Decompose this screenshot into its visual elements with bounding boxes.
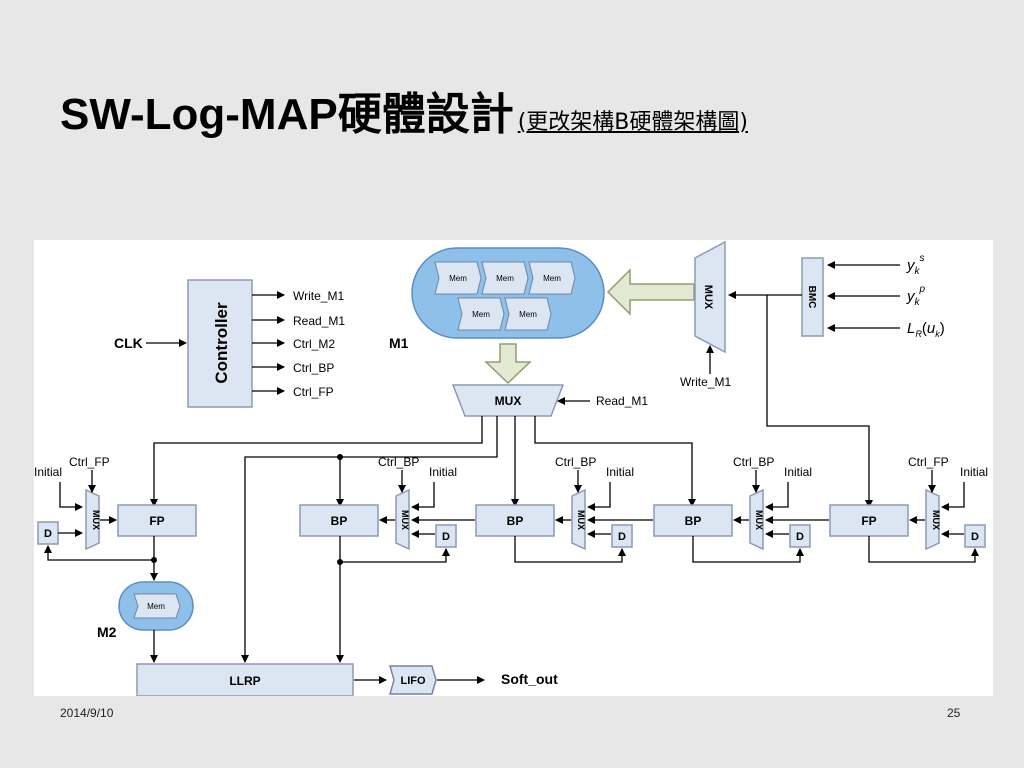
d-block-left: D: [37, 521, 59, 545]
bp-block-3: BP: [653, 504, 733, 537]
architecture-diagram: Controller Write_M1 Read_M1 Ctrl_M2 Ctrl…: [34, 240, 993, 697]
input-yp: ykp: [906, 284, 926, 308]
big-arrow-down: [484, 343, 532, 385]
mux-right: MUX: [925, 488, 941, 551]
initial-label: Initial: [606, 465, 634, 479]
m2-mem-label: Mem: [147, 602, 165, 611]
center-mux: MUX: [451, 384, 565, 417]
slide-page-number: 25: [947, 706, 961, 720]
m1-mem-label: Mem: [543, 274, 561, 283]
d-label: D: [971, 531, 979, 543]
controller-output-read-m1: Read_M1: [293, 314, 345, 328]
d-label: D: [44, 528, 52, 540]
title-subtitle: (更改架構B硬體架構圖): [517, 110, 748, 135]
ctrl-bp-label: Ctrl_BP: [555, 455, 596, 469]
lifo-label: LIFO: [400, 675, 425, 687]
m1-mem-label: Mem: [496, 274, 514, 283]
controller-output-ctrl-fp: Ctrl_FP: [293, 385, 334, 399]
input-lr: LR(uk): [907, 320, 945, 339]
d-label: D: [796, 531, 804, 543]
clk-label: CLK: [114, 335, 143, 351]
controller-output-write-m1: Write_M1: [293, 289, 344, 303]
m1-mem-cell: Mem: [457, 297, 505, 331]
bp-block-1: BP: [299, 504, 379, 537]
m1-mem-cell: Mem: [434, 261, 482, 295]
fp-block-left: FP: [117, 504, 197, 537]
center-mux-read-label: Read_M1: [596, 394, 648, 408]
big-arrow-left: [606, 268, 695, 316]
d-label: D: [442, 531, 450, 543]
m1-mem-label: Mem: [472, 310, 490, 319]
llrp-block: LLRP: [136, 663, 354, 697]
fp-label: FP: [149, 514, 164, 528]
m1-label: M1: [389, 335, 409, 351]
controller-output-ctrl-bp: Ctrl_BP: [293, 361, 334, 375]
ctrl-bp-label: Ctrl_BP: [378, 455, 419, 469]
soft-out-label: Soft_out: [501, 671, 558, 687]
bp-label: BP: [507, 514, 524, 528]
d-block-bp-2: D: [611, 524, 633, 548]
center-mux-label: MUX: [495, 394, 522, 408]
m2-memory: Mem: [118, 581, 194, 631]
m1-mem-label: Mem: [449, 274, 467, 283]
mux-left: MUX: [85, 488, 101, 551]
top-mux-write-label: Write_M1: [680, 375, 731, 389]
initial-label: Initial: [960, 465, 988, 479]
controller-outputs: Write_M1 Read_M1 Ctrl_M2 Ctrl_BP Ctrl_FP: [252, 289, 345, 399]
controller-output-ctrl-m2: Ctrl_M2: [293, 337, 335, 351]
fp-block-right: FP: [829, 504, 909, 537]
ctrl-fp-label: Ctrl_FP: [69, 455, 110, 469]
bmc-block: BMC: [801, 257, 824, 337]
title-main: SW-Log-MAP硬體設計: [60, 90, 514, 139]
llrp-label: LLRP: [229, 674, 260, 688]
d-block-bp-1: D: [435, 524, 457, 548]
initial-label: Initial: [429, 465, 457, 479]
d-label: D: [618, 531, 626, 543]
m1-memory: Mem Mem Mem Mem Mem: [411, 247, 605, 339]
mux-label: MUX: [576, 510, 586, 530]
mux-label: MUX: [754, 510, 764, 530]
d-block-bp-3: D: [789, 524, 811, 548]
bmc-label: BMC: [806, 286, 817, 309]
slide-title: SW-Log-MAP硬體設計 (更改架構B硬體架構圖): [60, 78, 748, 139]
mux-label: MUX: [931, 510, 941, 530]
top-mux-label: MUX: [702, 285, 714, 310]
mux-label: MUX: [400, 510, 410, 530]
d-block-right: D: [964, 524, 986, 548]
mux-bp-1: MUX: [395, 488, 410, 551]
m1-mem-cell: Mem: [504, 297, 552, 331]
m1-mem-cell: Mem: [481, 261, 529, 295]
m1-mem-cell: Mem: [528, 261, 576, 295]
controller-label: Controller: [212, 302, 231, 384]
initial-label: Initial: [34, 465, 62, 479]
slide-date: 2014/9/10: [60, 706, 114, 720]
ctrl-fp-label: Ctrl_FP: [908, 455, 949, 469]
lifo-block: LIFO: [389, 665, 437, 695]
fp-label: FP: [861, 514, 876, 528]
controller-block: Controller: [187, 279, 253, 408]
bp-label: BP: [685, 514, 702, 528]
mux-label: MUX: [91, 510, 101, 530]
m2-label: M2: [97, 624, 117, 640]
mux-bp-2: MUX: [571, 488, 586, 551]
m1-mem-label: Mem: [519, 310, 537, 319]
ctrl-bp-label: Ctrl_BP: [733, 455, 774, 469]
initial-label: Initial: [784, 465, 812, 479]
bp-block-2: BP: [475, 504, 555, 537]
mux-bp-3: MUX: [749, 488, 764, 551]
diagram-svg: Controller Write_M1 Read_M1 Ctrl_M2 Ctrl…: [34, 240, 988, 697]
bp-label: BP: [331, 514, 348, 528]
top-mux: MUX: [694, 240, 726, 354]
input-ys: yks: [906, 253, 925, 277]
